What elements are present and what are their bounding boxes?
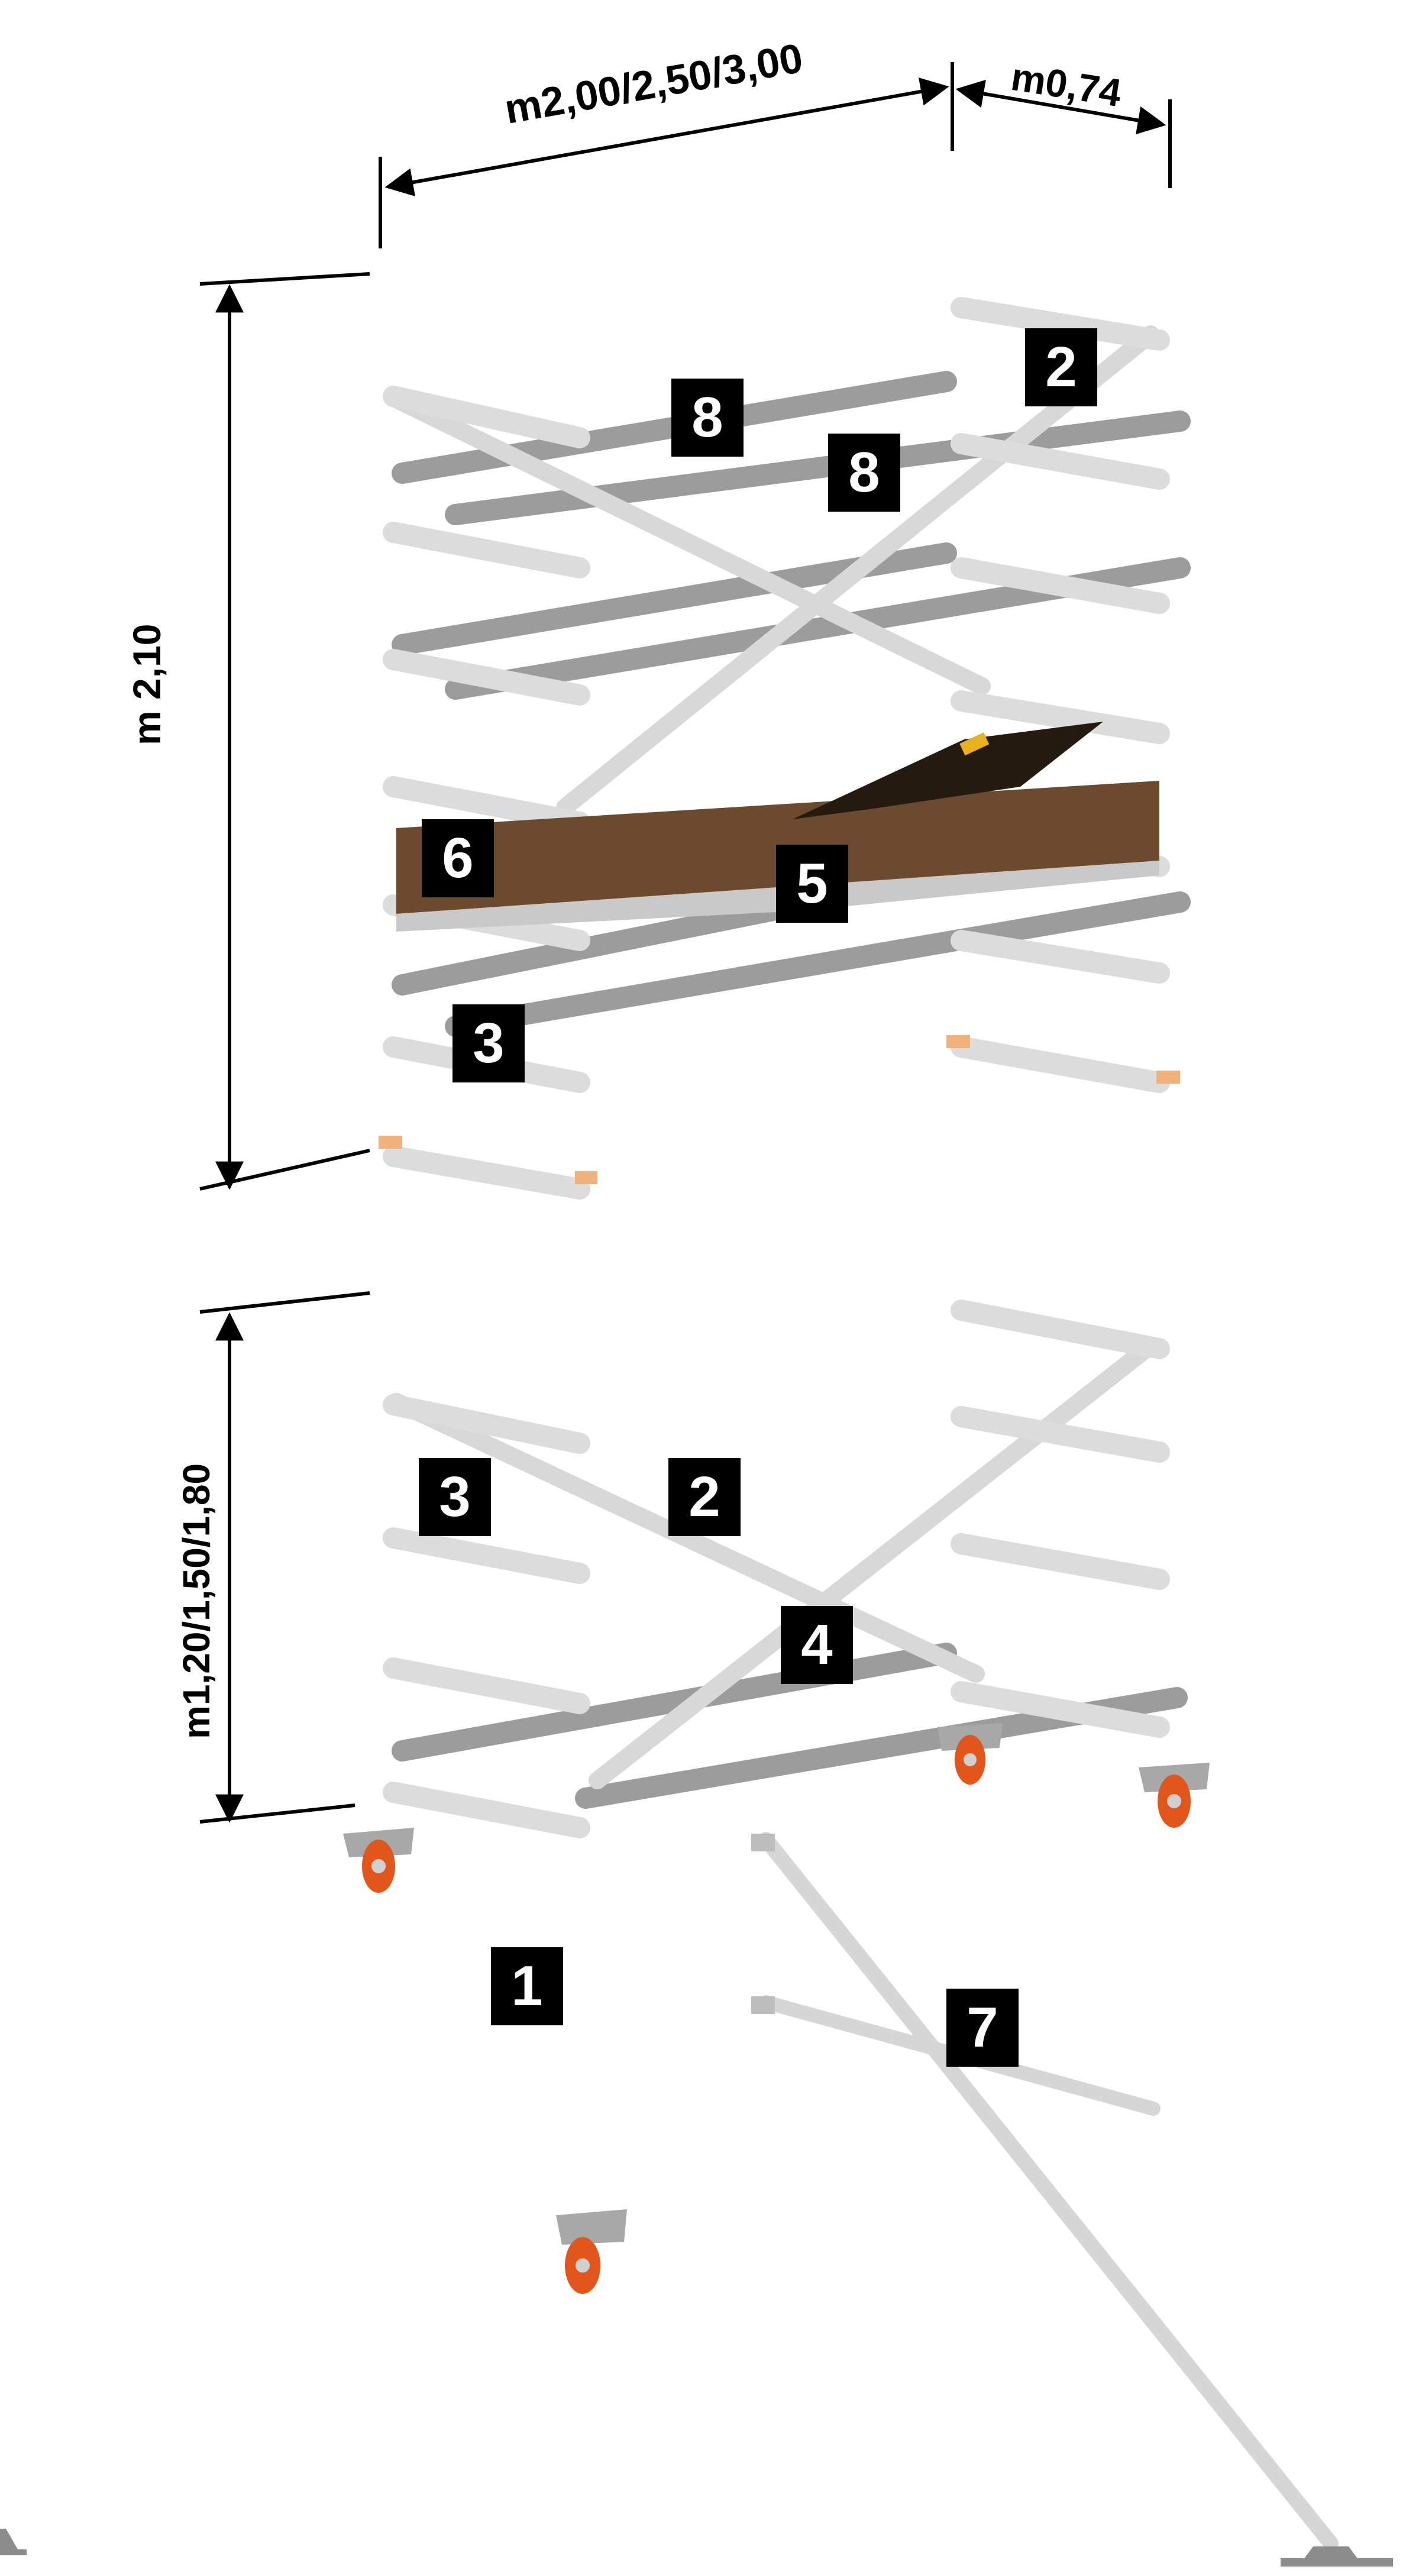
part-label-1-castor: 1 bbox=[491, 1947, 563, 2025]
lower-height-dimension-label: m1,20/1,50/1,80 bbox=[175, 1463, 218, 1739]
upper-height-dimension-label: m 2,10 bbox=[125, 623, 169, 745]
upper-frame-section bbox=[379, 157, 1191, 1201]
part-label-7-outrigger: 7 bbox=[946, 1989, 1019, 2067]
platform-hatch bbox=[793, 722, 1103, 819]
part-label-4-horizontal-brace: 4 bbox=[781, 1606, 853, 1684]
outrigger bbox=[751, 1832, 1393, 2567]
part-label-3-lower-frame: 3 bbox=[419, 1458, 491, 1536]
part-label-8-front-guardrail: 8 bbox=[828, 434, 900, 512]
part-label-8-back-guardrail: 8 bbox=[671, 379, 744, 457]
part-label-2-upper-brace: 2 bbox=[1025, 328, 1097, 406]
part-label-6-platform-end: 6 bbox=[422, 819, 494, 897]
part-label-3-upper-frame: 3 bbox=[452, 1004, 525, 1082]
loose-parts bbox=[0, 1832, 1393, 2567]
lower-base-section bbox=[343, 1159, 1210, 1893]
dimension-lines bbox=[199, 62, 1172, 1824]
casters bbox=[343, 1723, 1210, 1893]
part-label-5-platform: 5 bbox=[776, 845, 848, 923]
outrigger-foot-fragment bbox=[0, 2529, 27, 2555]
part-label-2-lower-brace: 2 bbox=[668, 1458, 741, 1536]
castor-spindle bbox=[556, 1899, 627, 2294]
